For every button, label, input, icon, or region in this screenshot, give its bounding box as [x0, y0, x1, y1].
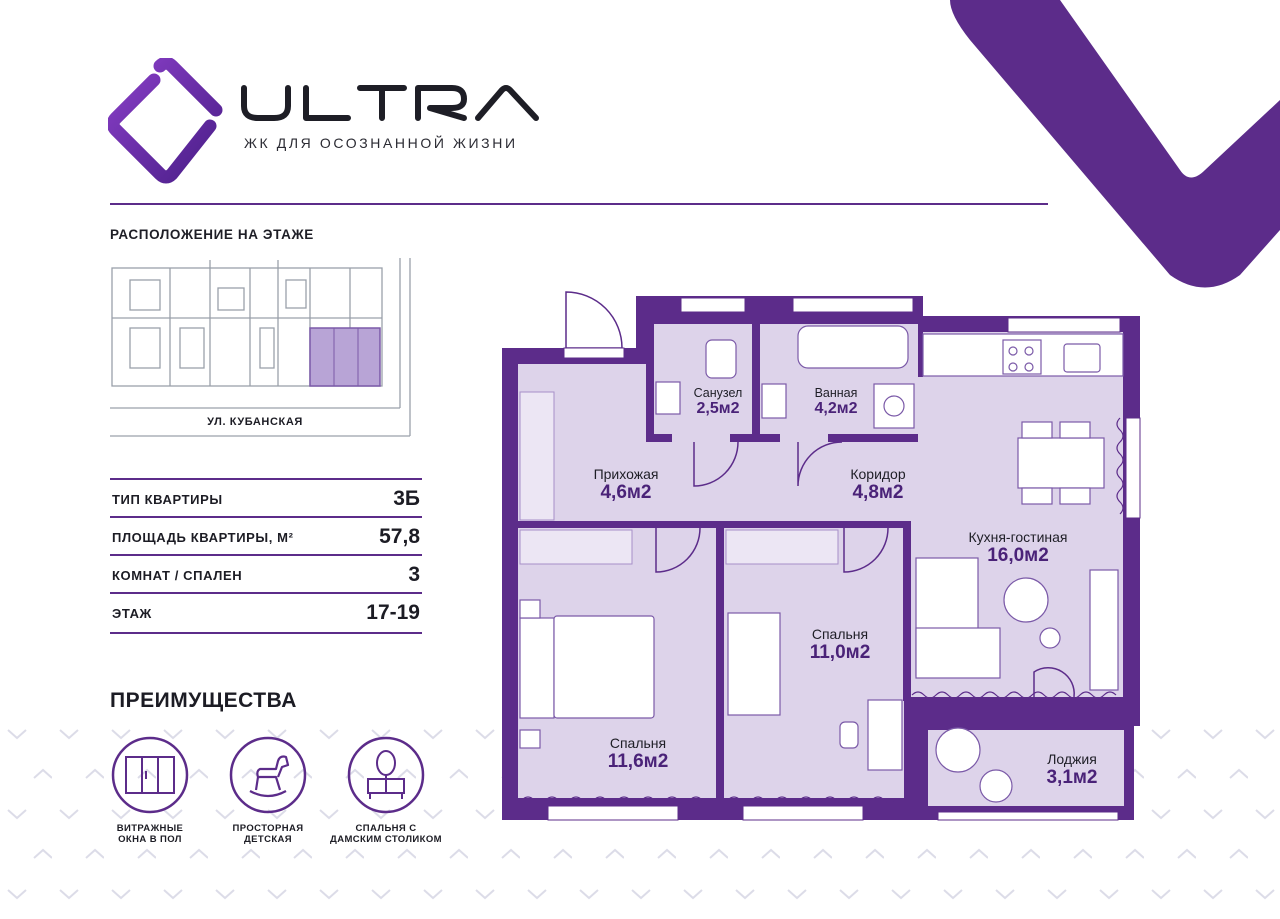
room-label-wc: Санузел 2,5м2	[693, 386, 743, 417]
room-label-bath: Ванная 4,2м2	[814, 386, 858, 417]
spec-value: 57,8	[379, 525, 420, 548]
street-label: УЛ. КУБАНСКАЯ	[207, 416, 303, 428]
room-label-hall: Прихожая 4,6м2	[593, 466, 659, 503]
spec-row-type: ТИП КВАРТИРЫ 3Б	[110, 478, 422, 518]
room-label-bedroom1: Спальня 11,6м2	[607, 735, 669, 772]
brand-tagline: ЖК ДЛЯ ОСОЗНАННОЙ ЖИЗНИ	[244, 135, 518, 151]
room-label-bedroom2: Спальня 11,0м2	[809, 626, 871, 663]
spec-label: ЭТАЖ	[112, 606, 152, 621]
header-divider	[110, 203, 1048, 205]
room-label-kitchen: Кухня-гостиная 16,0м2	[968, 529, 1068, 566]
spec-label: ТИП КВАРТИРЫ	[112, 492, 223, 507]
floor-location-plan	[110, 258, 411, 437]
floor-location-heading: РАСПОЛОЖЕНИЕ НА ЭТАЖЕ	[110, 227, 314, 242]
spec-row-area: ПЛОЩАДЬ КВАРТИРЫ, М² 57,8	[110, 516, 422, 556]
spec-value: 3Б	[393, 487, 420, 510]
spec-value: 3	[408, 563, 420, 586]
advantages-heading: ПРЕИМУЩЕСТВА	[110, 689, 297, 712]
spec-label: ПЛОЩАДЬ КВАРТИРЫ, М²	[112, 530, 294, 545]
rocking-horse-icon	[229, 736, 307, 814]
spec-row-floor: ЭТАЖ 17-19	[110, 592, 422, 634]
room-label-corridor: Коридор 4,8м2	[850, 466, 906, 503]
corner-v-shape	[950, 0, 1280, 288]
ultra-logo-wordmark	[241, 85, 539, 121]
apartment-floor-plan	[502, 291, 1141, 821]
vanity-table-icon	[347, 736, 425, 814]
stained-glass-window-icon	[111, 736, 189, 814]
ultra-logo-mark	[108, 58, 223, 184]
spec-row-rooms: КОМНАТ / СПАЛЕН 3	[110, 554, 422, 594]
room-label-loggia: Лоджия 3,1м2	[1046, 751, 1098, 788]
spec-value: 17-19	[366, 601, 420, 624]
spec-label: КОМНАТ / СПАЛЕН	[112, 568, 243, 583]
